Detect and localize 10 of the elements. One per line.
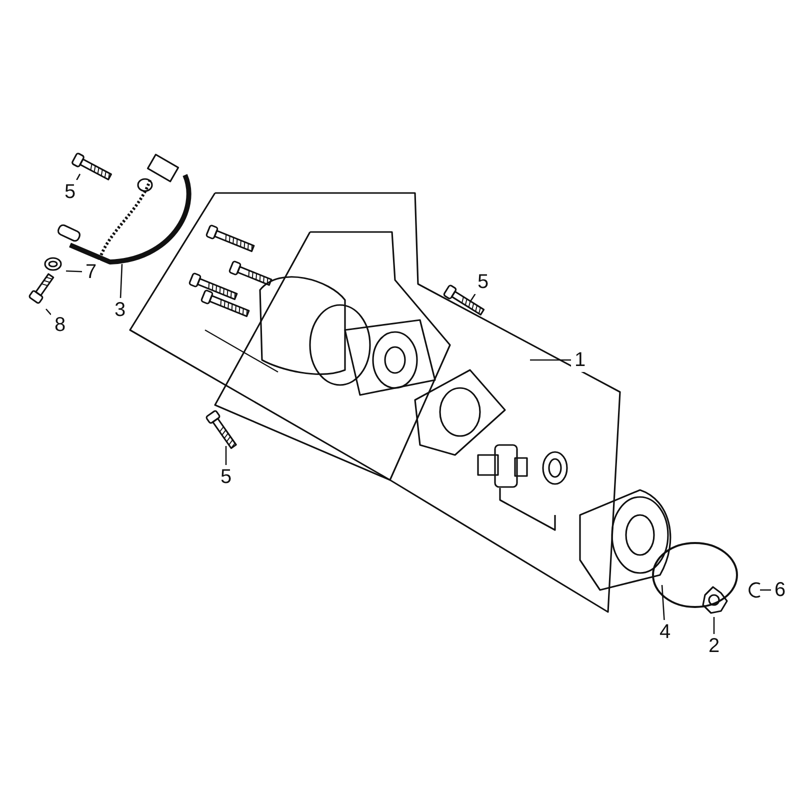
leader-line bbox=[66, 270, 82, 272]
leader-line bbox=[225, 446, 227, 465]
leader-line bbox=[661, 584, 665, 620]
leader-line bbox=[713, 617, 715, 634]
leader-line bbox=[46, 308, 52, 316]
leader-line bbox=[760, 589, 771, 591]
leader-line bbox=[469, 294, 476, 302]
leader-line bbox=[76, 174, 81, 180]
leader-line bbox=[530, 359, 571, 361]
leader-line bbox=[120, 264, 123, 298]
